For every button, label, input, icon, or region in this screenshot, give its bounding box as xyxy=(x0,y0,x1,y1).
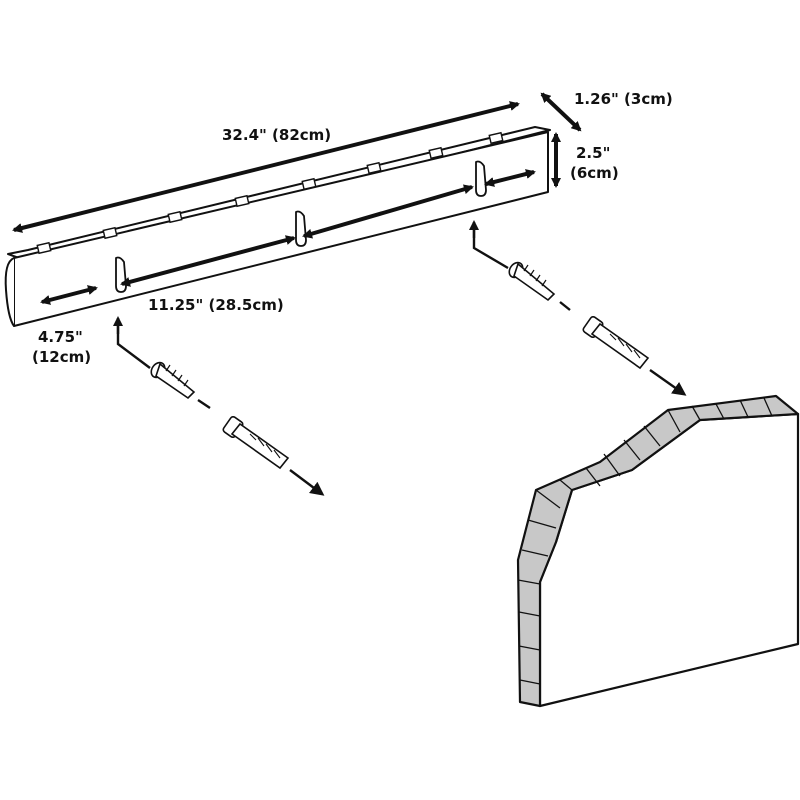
slot xyxy=(366,161,382,175)
hook-middle xyxy=(295,210,307,247)
wall-front-face xyxy=(538,412,800,708)
path-line xyxy=(116,324,151,369)
slot xyxy=(167,210,183,224)
length-label: 32.4" (82cm) xyxy=(222,126,332,144)
screw-left xyxy=(150,361,196,400)
hook-right xyxy=(475,160,487,197)
rail-left-end xyxy=(4,257,15,327)
slot xyxy=(102,226,118,240)
edge-offset-label-cm: (12cm) xyxy=(32,348,92,366)
height-label-in: 2.5" xyxy=(576,144,611,162)
height-label-cm: (6cm) xyxy=(570,164,619,182)
slot xyxy=(301,177,317,191)
path-dash xyxy=(197,399,211,409)
path-dash xyxy=(559,301,571,311)
left-install-path xyxy=(113,316,325,496)
dim-length-arrow xyxy=(12,101,520,233)
wall-hatching xyxy=(517,397,773,685)
slot xyxy=(36,241,52,255)
dim-edge-right-arrow xyxy=(484,169,536,187)
wall-top-band xyxy=(516,394,800,708)
dim-spacing-arrow-left xyxy=(120,235,296,287)
wall-section xyxy=(516,394,800,708)
anchor-left xyxy=(222,415,290,470)
slot xyxy=(488,131,504,145)
path-line xyxy=(472,230,509,270)
dim-spacing-arrow-right xyxy=(302,184,474,239)
dim-depth-arrow xyxy=(540,92,582,132)
hook-left xyxy=(115,256,127,293)
install-arrow xyxy=(289,469,325,496)
anchor-right xyxy=(582,315,650,370)
dim-edge-offset-arrow xyxy=(40,285,98,305)
slot xyxy=(234,194,250,208)
install-arrow xyxy=(649,369,687,396)
hook-spacing-label: 11.25" (28.5cm) xyxy=(148,296,284,314)
edge-offset-label-in: 4.75" xyxy=(38,328,83,346)
screw-right xyxy=(508,261,556,302)
slot xyxy=(428,146,444,160)
right-install-path xyxy=(469,220,687,396)
depth-label: 1.26" (3cm) xyxy=(574,90,673,108)
